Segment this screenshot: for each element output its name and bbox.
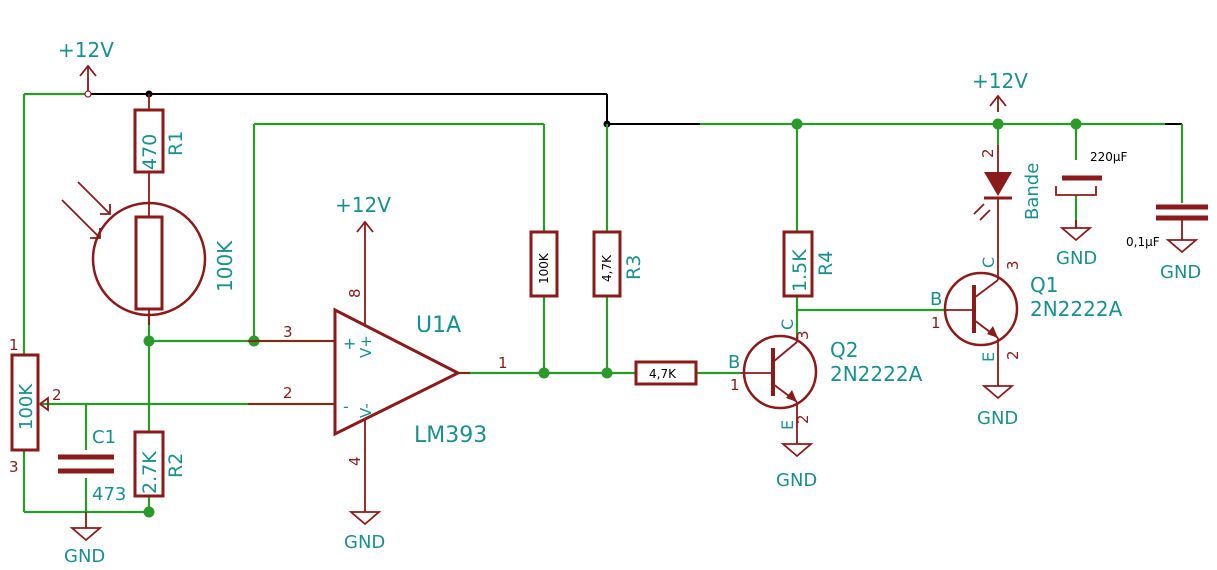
- gnd-label-cbulk: GND: [1056, 248, 1097, 269]
- q1-e-label: E: [979, 352, 998, 362]
- opamp-pin-2: 2: [283, 384, 293, 402]
- q2-c-label: C: [778, 319, 797, 330]
- gnd-label-opamp: GND: [344, 532, 385, 553]
- r3-value: 4,7K: [600, 254, 614, 282]
- opamp-vminus: V-: [357, 403, 375, 418]
- pot-pin-1: 1: [9, 336, 19, 354]
- opamp-minus: -: [343, 397, 349, 416]
- gnd-symbol-cdec: GND: [1160, 220, 1201, 283]
- opamp-ref: U1A: [416, 313, 461, 338]
- capacitor-220uf: 220µF: [1055, 150, 1128, 196]
- pot-pin-3: 3: [9, 458, 19, 476]
- vcc-label-opamp: +12V: [335, 193, 391, 217]
- pot-value: 100K: [16, 383, 37, 430]
- transistor-q2: B 1 C 3 E 2 Q2 2N2222A: [728, 319, 923, 430]
- q2-ref: Q2: [830, 338, 858, 362]
- resistor-r4: 1.5K R4: [782, 230, 837, 298]
- resistor-r1: 470 R1: [133, 94, 187, 190]
- capacitor-01uf: 0,1µF: [1126, 204, 1208, 249]
- gnd-label-q1: GND: [977, 408, 1018, 429]
- capacitor-c1: C1 473: [58, 427, 126, 505]
- q1-pin-1: 1: [931, 314, 941, 332]
- c1-ref: C1: [92, 427, 116, 448]
- opamp-vplus: V+: [357, 335, 375, 358]
- q2-pin-3: 3: [794, 330, 812, 340]
- q2-pin-1: 1: [730, 376, 740, 394]
- led-label: Bande: [1022, 163, 1043, 220]
- pot-pin-2: 2: [52, 386, 62, 404]
- q1-b-label: B: [930, 289, 942, 310]
- opamp-pin-3: 3: [283, 323, 293, 341]
- opamp-part: LM393: [414, 423, 487, 448]
- gnd-symbol-q1: GND: [977, 345, 1018, 429]
- opamp-pin-1: 1: [498, 354, 508, 372]
- wires-green: [22, 92, 1184, 514]
- cdec-value: 0,1µF: [1126, 235, 1160, 249]
- r2-value: 2.7K: [139, 451, 161, 494]
- vcc-symbol-left: +12V: [58, 38, 114, 98]
- r3-ref: R3: [623, 255, 645, 280]
- q2-part: 2N2222A: [830, 362, 923, 386]
- led-bande: 2 Bande: [973, 145, 1043, 268]
- wires-black: [88, 90, 1182, 405]
- q2-pin-2: 2: [794, 414, 812, 424]
- opamp-pin-4: 4: [346, 456, 364, 466]
- led-pin: 2: [979, 148, 997, 158]
- junctions: [143, 118, 1082, 518]
- gnd-symbol-opamp: GND: [344, 432, 385, 553]
- ldr-value: 100K: [213, 240, 237, 292]
- cbulk-value: 220µF: [1090, 150, 1128, 164]
- photoresistor: 100K: [61, 181, 237, 325]
- pullup-value: 100K: [537, 252, 551, 284]
- q2-b-label: B: [728, 352, 740, 373]
- vcc-symbol-right: +12V: [972, 69, 1028, 112]
- comparator-u1a: + - V+ V- 3 2 1 8 4 U1A LM393: [248, 255, 508, 466]
- q2-e-label: E: [778, 420, 797, 430]
- gnd-label-cdec: GND: [1160, 262, 1201, 283]
- r4-ref: R4: [815, 251, 837, 276]
- resistor-r2: 2.7K R2: [133, 430, 187, 498]
- q1-part: 2N2222A: [1030, 297, 1123, 321]
- base-resistor-value: 4,7K: [649, 367, 677, 381]
- q1-pin-2: 2: [1004, 350, 1022, 360]
- gnd-label-q2: GND: [776, 470, 817, 491]
- vcc-symbol-opamp: +12V: [335, 193, 391, 255]
- r1-value: 470: [139, 134, 161, 170]
- opamp-pin-8: 8: [346, 288, 364, 298]
- potentiometer: 100K 1 2 3: [9, 336, 62, 476]
- vcc-label-right: +12V: [972, 69, 1028, 93]
- r1-ref: R1: [165, 131, 187, 156]
- opamp-plus: +: [343, 334, 356, 353]
- q1-c-label: C: [979, 257, 998, 268]
- resistor-pullup: 100K: [529, 230, 559, 298]
- q1-pin-3: 3: [1004, 260, 1022, 270]
- r4-value: 1.5K: [789, 249, 811, 292]
- vcc-label-left: +12V: [58, 38, 114, 62]
- transistor-q1: B 1 C 3 E 2 Q1 2N2222A: [930, 257, 1123, 362]
- gnd-label-c1: GND: [64, 546, 105, 567]
- gnd-symbol-c1: GND: [64, 512, 105, 567]
- gnd-symbol-cbulk: GND: [1056, 220, 1097, 269]
- resistor-base: 4,7K: [634, 360, 698, 386]
- c1-value: 473: [92, 484, 126, 505]
- q1-ref: Q1: [1030, 273, 1058, 297]
- gnd-symbol-q2: GND: [776, 410, 817, 491]
- resistor-r3: 4,7K R3: [592, 230, 645, 298]
- r2-ref: R2: [165, 453, 187, 478]
